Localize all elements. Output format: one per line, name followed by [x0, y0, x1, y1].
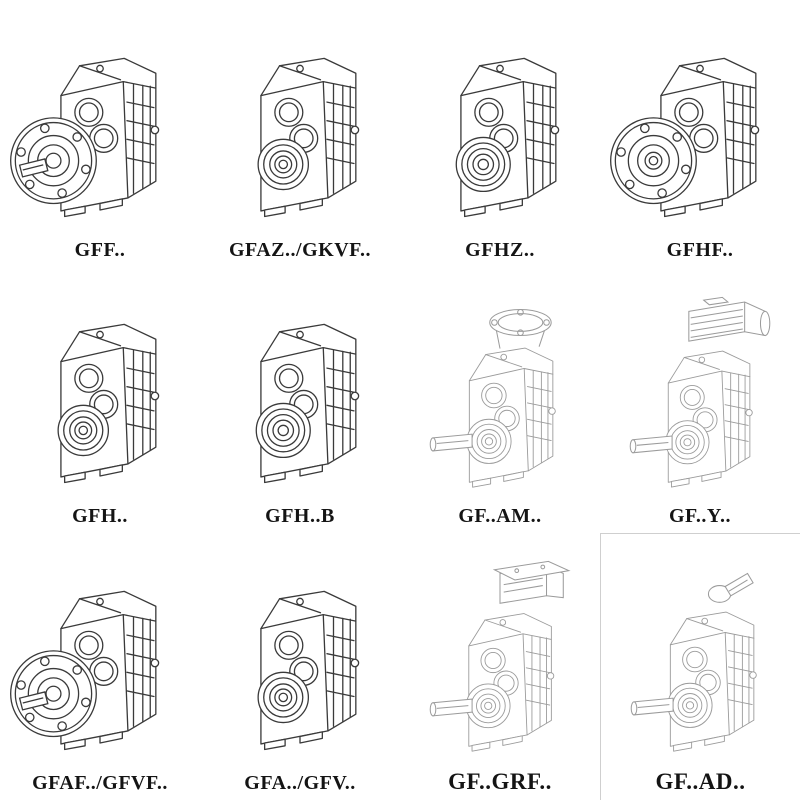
gearbox-variant-shape — [430, 561, 569, 751]
gearbox-drawing — [204, 23, 396, 237]
gearbox-model-label: GFHZ.. — [465, 238, 535, 261]
gearbox-drawing — [404, 289, 596, 503]
gearbox-model-label: GFF.. — [74, 238, 126, 261]
gearbox-model-label: GFH..B — [265, 505, 335, 528]
gearbox-variant-shape — [258, 591, 358, 749]
gearbox-cell: GFH.. — [0, 267, 200, 534]
gearbox-model-label: GFH.. — [72, 505, 128, 528]
gearbox-drawing — [604, 289, 796, 503]
gearbox-model-label: GFA../GFV.. — [244, 771, 356, 794]
gearbox-cell: GFH..B — [200, 267, 400, 534]
gearbox-variant-shape — [256, 325, 358, 483]
gearbox-cell: GFAF../GFVF.. — [0, 533, 200, 800]
gearbox-drawing — [404, 553, 596, 767]
gearbox-cell: GFHF.. — [600, 0, 800, 267]
gearbox-cell: GF..AM.. — [400, 267, 600, 534]
gearbox-variant-shape — [631, 573, 756, 751]
gearbox-drawing — [605, 553, 797, 767]
gearbox-cell: GFHZ.. — [400, 0, 600, 267]
gearbox-cell: GF..GRF.. — [400, 533, 600, 800]
gearbox-drawing — [4, 23, 196, 237]
gearbox-drawing — [204, 289, 396, 503]
gearbox-variant-shape — [11, 58, 159, 216]
gearbox-cell: GFF.. — [0, 0, 200, 267]
gearbox-drawing — [404, 23, 596, 237]
gearbox-cell: GF..AD.. — [600, 533, 800, 800]
gearbox-variant-shape — [630, 298, 770, 488]
gearbox-variant-shape — [258, 58, 358, 216]
gearbox-model-label: GFAZ../GKVF.. — [228, 238, 372, 261]
gearbox-cell: GF..Y.. — [600, 267, 800, 534]
gearbox-drawing — [204, 556, 396, 770]
gearbox-model-label: GFAF../GFVF.. — [32, 771, 168, 794]
gearbox-variant-shape — [430, 310, 555, 488]
gearbox-drawing — [4, 289, 196, 503]
gearbox-variant-shape — [11, 591, 159, 749]
gearbox-model-label: GF..GRF.. — [448, 768, 552, 794]
gearbox-variant-shape — [611, 58, 759, 216]
gearbox-variant-shape — [456, 58, 558, 216]
gearbox-model-label: GF..Y.. — [668, 505, 732, 528]
gearbox-model-label: GF..AM.. — [458, 505, 542, 528]
gearbox-drawing — [4, 556, 196, 770]
gearbox-model-label: GF..AD.. — [655, 768, 746, 794]
gearbox-cell: GFA../GFV.. — [200, 533, 400, 800]
gearbox-variant-shape — [58, 325, 158, 483]
gearbox-cell: GFAZ../GKVF.. — [200, 0, 400, 267]
gearbox-model-label: GFHF.. — [666, 238, 734, 261]
gearbox-drawing — [604, 23, 796, 237]
